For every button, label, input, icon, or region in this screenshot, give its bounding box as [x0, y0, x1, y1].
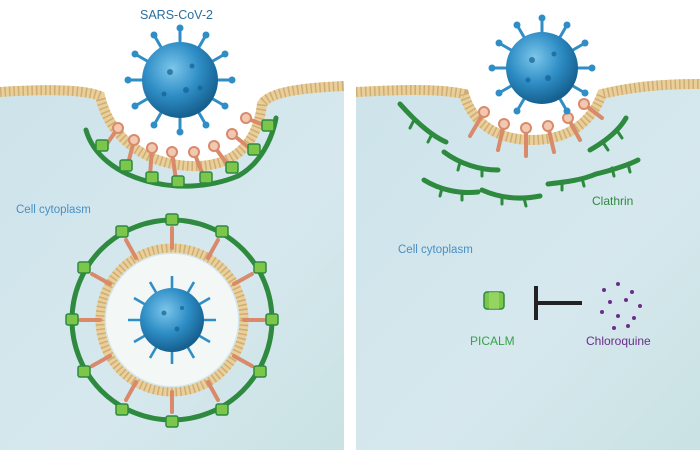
clathrin-fragment-legs [408, 118, 632, 208]
vesicle-adaptors [78, 226, 266, 414]
clathrin-coat-pit [83, 115, 279, 189]
sars-cov-2-virus-right [488, 14, 596, 115]
right-panel-illustration [356, 14, 700, 450]
picalm-label: PICALM [470, 334, 515, 348]
cytoplasm-label-left: Cell cytoplasm [16, 204, 91, 216]
left-panel-illustration [0, 24, 344, 450]
cytoplasm-label-right: Cell cytoplasm [398, 244, 473, 256]
chloroquine-molecules [600, 282, 642, 330]
sars-cov-2-virus-top [124, 24, 236, 136]
inhibition-symbol [534, 286, 582, 320]
left-panel-endocytosis: SARS-CoV-2 Cell cytoplasm [0, 0, 344, 450]
picalm-icon [483, 291, 505, 310]
right-panel-inhibition: Cell cytoplasm Clathrin PICALM Chloroqui… [356, 0, 700, 450]
picalm-blocks-pit [95, 119, 275, 188]
chloroquine-label: Chloroquine [586, 334, 651, 348]
sars-cov-2-virus-internalized [128, 276, 216, 364]
clathrin-fragments [397, 101, 641, 201]
adaptor-heads [112, 112, 252, 158]
vesicle-picalm-blocks [65, 213, 279, 428]
virus-label: SARS-CoV-2 [140, 8, 213, 22]
clathrin-label: Clathrin [592, 194, 634, 208]
